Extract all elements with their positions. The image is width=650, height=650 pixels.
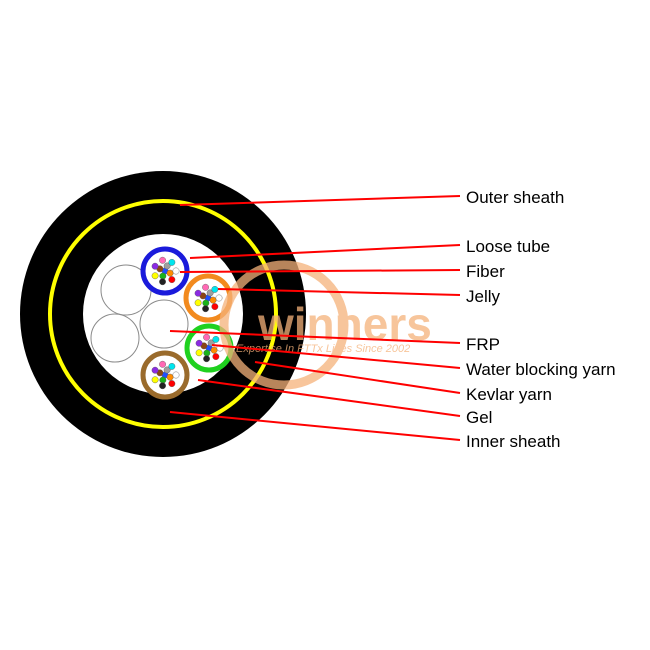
fiber (209, 296, 217, 304)
fiber (203, 333, 210, 341)
fiber (211, 285, 219, 293)
fiber (159, 278, 166, 286)
fiber (159, 272, 167, 280)
leader-water-blocking-yarn (211, 344, 461, 369)
fiber (163, 262, 171, 270)
fiber (195, 339, 203, 347)
fiber (210, 346, 218, 354)
label-frp: FRP (466, 335, 500, 354)
fiber (212, 335, 220, 343)
loose-tube-orange (183, 273, 233, 323)
filler-rod (139, 299, 189, 349)
leader-jelly (217, 288, 461, 296)
fiber-bundle (194, 283, 223, 313)
label-gel: Gel (466, 408, 492, 427)
watermark-logo-ring (219, 260, 349, 390)
leader-frp (169, 330, 461, 344)
leader-kevlar-yarn (254, 361, 461, 394)
leader-fiber (179, 269, 461, 273)
fiber (159, 256, 166, 264)
label-inner-sheath: Inner sheath (466, 432, 561, 451)
loose-tube-green (184, 323, 234, 373)
fiber (202, 283, 209, 291)
fiber (172, 267, 180, 275)
fiber (194, 289, 202, 297)
fiber (151, 272, 159, 280)
label-outer-sheath: Outer sheath (466, 188, 564, 207)
yellow-ring (48, 199, 278, 429)
labels: Outer sheath Loose tube Fiber Jelly FRP … (466, 188, 616, 451)
fiber (166, 269, 174, 277)
leader-loose-tube (189, 244, 461, 259)
fiber (212, 353, 220, 361)
leader-gel (197, 379, 461, 417)
fiber (206, 289, 214, 297)
filler-rod (90, 313, 140, 363)
loose-tube-brown (140, 350, 190, 400)
fiber (203, 349, 211, 357)
fiber (202, 299, 210, 307)
fiber (159, 382, 166, 390)
fiber (194, 299, 202, 307)
fiber (215, 294, 223, 302)
fiber (168, 380, 176, 388)
label-loose-tube: Loose tube (466, 237, 550, 256)
fiber (168, 276, 176, 284)
label-fiber: Fiber (466, 262, 505, 281)
fiber-bundle (195, 333, 224, 363)
label-jelly: Jelly (466, 287, 501, 306)
fiber (203, 355, 210, 363)
fiber (202, 305, 209, 313)
leader-lines (169, 195, 461, 441)
loose-tube-blue (140, 246, 190, 296)
fiber-bundle (151, 360, 180, 390)
fiber (151, 262, 159, 270)
fiber (159, 376, 167, 384)
fiber (172, 371, 180, 379)
fiber (166, 373, 174, 381)
fiber (195, 349, 203, 357)
fiber (151, 376, 159, 384)
leader-outer-sheath (179, 195, 461, 206)
fiber-bundle (151, 256, 180, 286)
leader-inner-sheath (169, 411, 461, 441)
fiber (168, 362, 176, 370)
fiber (211, 303, 219, 311)
fiber (168, 258, 176, 266)
label-kevlar-yarn: Kevlar yarn (466, 385, 552, 404)
fiber (151, 366, 159, 374)
fiber (159, 360, 166, 368)
filler-rods (90, 264, 189, 363)
label-water-blocking-yarn: Water blocking yarn (466, 360, 616, 379)
fiber (163, 366, 171, 374)
